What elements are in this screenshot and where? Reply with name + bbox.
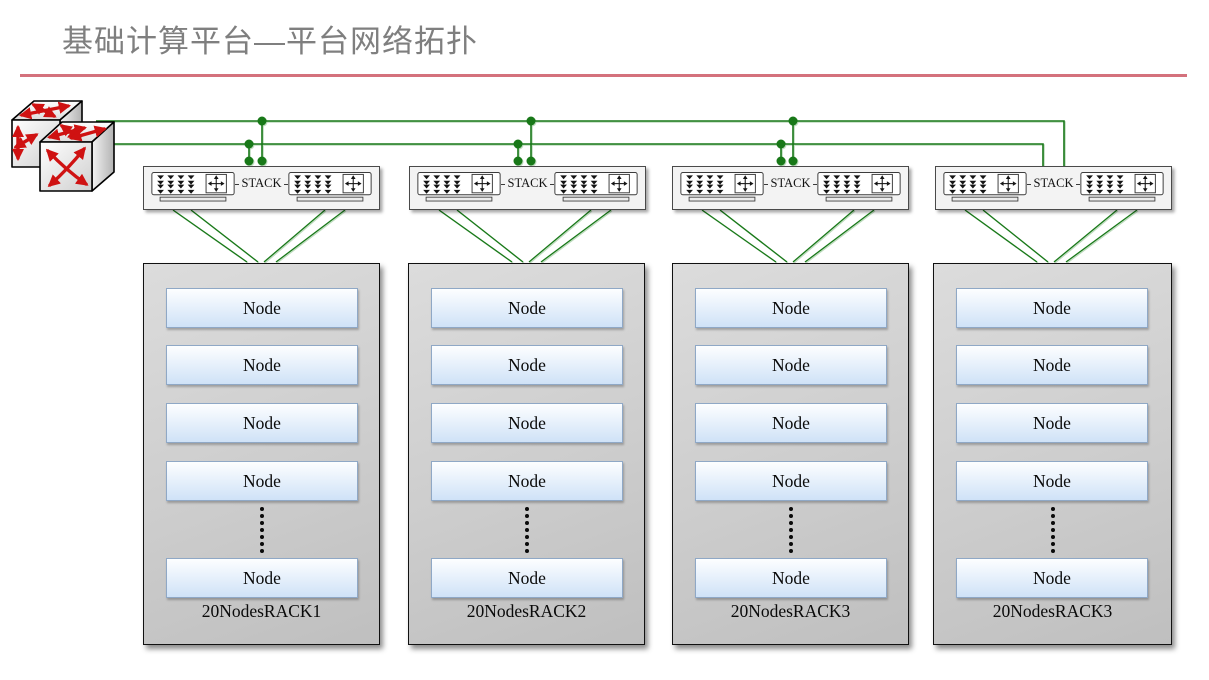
node-box: Node <box>956 403 1148 443</box>
stack-link-line: STACK <box>501 176 554 191</box>
page-title: 基础计算平台—平台网络拓扑 <box>62 24 478 59</box>
access-switch-icon <box>943 172 1027 202</box>
stack-link-line: STACK <box>1027 176 1080 191</box>
access-switch-icon <box>554 172 638 202</box>
rack-label: 20NodesRACK1 <box>201 601 322 621</box>
stack-label: STACK <box>767 176 814 191</box>
node-box: Node <box>956 461 1148 501</box>
ellipsis-dots <box>144 507 379 557</box>
switch-stack-2: STACK <box>409 166 646 210</box>
switch-stack-3: STACK <box>672 166 909 210</box>
node-box: Node <box>431 288 623 328</box>
node-box: Node <box>431 345 623 385</box>
rack-1: Node Node Node Node Node 20NodesRACK1 <box>143 263 380 645</box>
front-cube-arrows <box>45 124 107 188</box>
stack-to-rack-links <box>172 209 1138 263</box>
node-box: Node <box>431 461 623 501</box>
node-box: Node <box>431 558 623 598</box>
ellipsis-dots <box>409 507 644 557</box>
core-uplink-lines <box>96 120 1065 166</box>
switch-stack-1: STACK <box>143 166 380 210</box>
access-switch-icon <box>817 172 901 202</box>
access-switch-icon <box>417 172 501 202</box>
stack-label: STACK <box>504 176 551 191</box>
rack-3: Node Node Node Node Node 20NodesRACK3 <box>672 263 909 645</box>
access-switch-icon <box>1080 172 1164 202</box>
node-box: Node <box>431 403 623 443</box>
ellipsis-dots <box>934 507 1171 557</box>
node-box: Node <box>956 288 1148 328</box>
node-box: Node <box>166 288 358 328</box>
rack-4: Node Node Node Node Node 20NodesRACK3 <box>933 263 1172 645</box>
rack-2: Node Node Node Node Node 20NodesRACK2 <box>408 263 645 645</box>
switch-stack-4: STACK <box>935 166 1172 210</box>
ellipsis-dots <box>673 507 908 557</box>
node-box: Node <box>166 345 358 385</box>
access-switch-icon <box>680 172 764 202</box>
junction-dots <box>244 116 798 166</box>
rack-label: 20NodesRACK3 <box>992 601 1113 621</box>
node-box: Node <box>695 461 887 501</box>
node-box: Node <box>695 345 887 385</box>
node-box: Node <box>695 288 887 328</box>
stack-link-line: STACK <box>235 176 288 191</box>
node-box: Node <box>956 345 1148 385</box>
core-switch-icon <box>11 100 115 192</box>
access-switch-icon <box>288 172 372 202</box>
node-box: Node <box>695 558 887 598</box>
stack-link-line: STACK <box>764 176 817 191</box>
node-box: Node <box>166 403 358 443</box>
back-cube-arrows <box>11 101 72 162</box>
rack-label: 20NodesRACK2 <box>466 601 587 621</box>
rack-label: 20NodesRACK3 <box>730 601 851 621</box>
node-box: Node <box>695 403 887 443</box>
stack-label: STACK <box>238 176 285 191</box>
node-box: Node <box>166 461 358 501</box>
node-box: Node <box>956 558 1148 598</box>
node-box: Node <box>166 558 358 598</box>
title-divider-line <box>20 74 1187 77</box>
stack-label: STACK <box>1030 176 1077 191</box>
access-switch-icon <box>151 172 235 202</box>
